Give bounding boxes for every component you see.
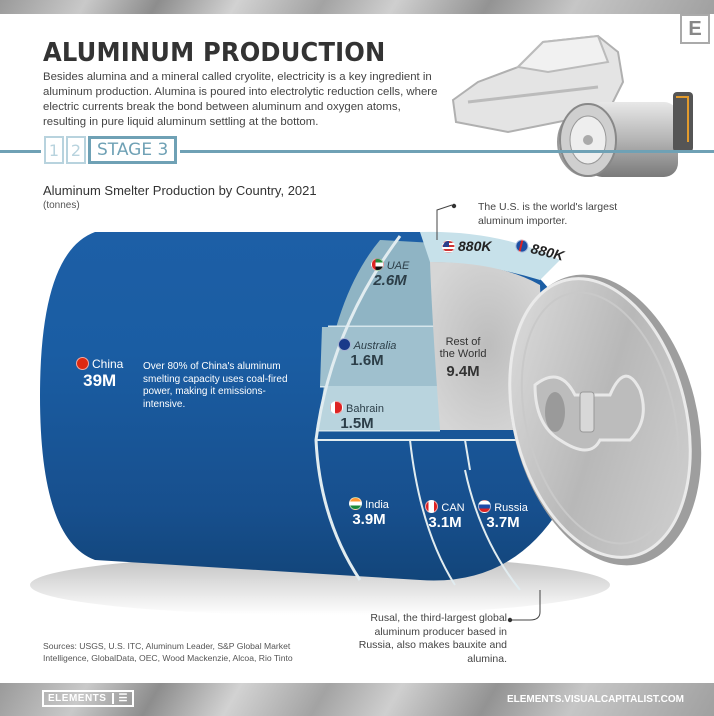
india-value: 3.9M: [352, 511, 386, 528]
stage-3-tab[interactable]: STAGE 3: [88, 136, 178, 164]
segment-australia: Australia 1.6M: [332, 338, 402, 369]
row-label-line2: the World: [439, 348, 487, 360]
segment-bahrain: Bahrain 1.5M: [326, 401, 388, 432]
china-flag-icon: [76, 357, 89, 370]
canada-label: CAN: [441, 502, 465, 514]
india-label: India: [365, 499, 389, 511]
canada-value: 3.1M: [428, 514, 462, 531]
india-flag-icon: [349, 497, 363, 510]
us-value: 880K: [458, 238, 492, 254]
foil-banner-bottom: [0, 683, 714, 716]
elements-badge: E: [680, 14, 710, 44]
russia-flag-icon: [478, 500, 492, 513]
australia-flag-icon: [337, 338, 351, 351]
site-url-link[interactable]: ELEMENTS.VISUALCAPITALIST.COM: [506, 694, 684, 705]
chart-unit: (tonnes): [43, 200, 80, 211]
bahrain-value: 1.5M: [340, 415, 374, 432]
stage-divider-line: [0, 150, 714, 153]
segment-uae: UAE 2.6M: [360, 258, 420, 289]
russia-annotation: Rusal, the third-largest global aluminum…: [358, 612, 507, 665]
us-flag-icon: [442, 240, 455, 253]
canada-flag-icon: [425, 500, 439, 513]
stage-indicator: 1 2 STAGE 3: [41, 136, 181, 164]
segment-russia: Russia 3.7M: [474, 500, 532, 531]
elements-logo-text: ELEMENTS: [48, 693, 107, 704]
segment-rest-of-world: Rest of the World 9.4M: [430, 336, 496, 380]
segment-india: India 3.9M: [340, 497, 398, 528]
segment-china: China 39M: [76, 357, 123, 391]
iceland-flag-icon: [514, 238, 530, 254]
russia-value: 3.7M: [486, 514, 520, 531]
bahrain-flag-icon: [330, 401, 344, 414]
bahrain-label: Bahrain: [346, 403, 384, 415]
elements-logo-icon: ☰: [112, 693, 127, 704]
row-label-line1: Rest of: [445, 336, 481, 348]
uae-label: UAE: [386, 260, 410, 272]
car-frame-illustration: [451, 34, 693, 177]
uae-value: 2.6M: [373, 272, 407, 289]
page-title: ALUMINUM PRODUCTION: [43, 38, 386, 68]
china-label: China: [92, 357, 124, 371]
segment-us: 880K: [442, 238, 491, 254]
china-note: Over 80% of China's aluminum smelting ca…: [143, 361, 288, 410]
uae-flag-icon: [370, 258, 384, 271]
australia-value: 1.6M: [350, 352, 384, 369]
chart-title: Aluminum Smelter Production by Country, …: [43, 183, 317, 198]
china-value: 39M: [83, 371, 117, 390]
russia-label: Russia: [494, 502, 528, 514]
foil-banner-top: [0, 0, 714, 14]
row-value: 9.4M: [446, 363, 480, 380]
stage-1-tab[interactable]: 1: [44, 136, 64, 164]
elements-logo[interactable]: ELEMENTS ☰: [42, 690, 134, 707]
stage-2-tab[interactable]: 2: [66, 136, 86, 164]
segment-canada: CAN 3.1M: [420, 500, 470, 531]
sources-text: Sources: USGS, U.S. ITC, Aluminum Leader…: [43, 641, 293, 663]
us-annotation: The U.S. is the world's largest aluminum…: [478, 201, 618, 227]
intro-text: Besides alumina and a mineral called cry…: [43, 71, 438, 128]
australia-label: Australia: [353, 340, 397, 352]
